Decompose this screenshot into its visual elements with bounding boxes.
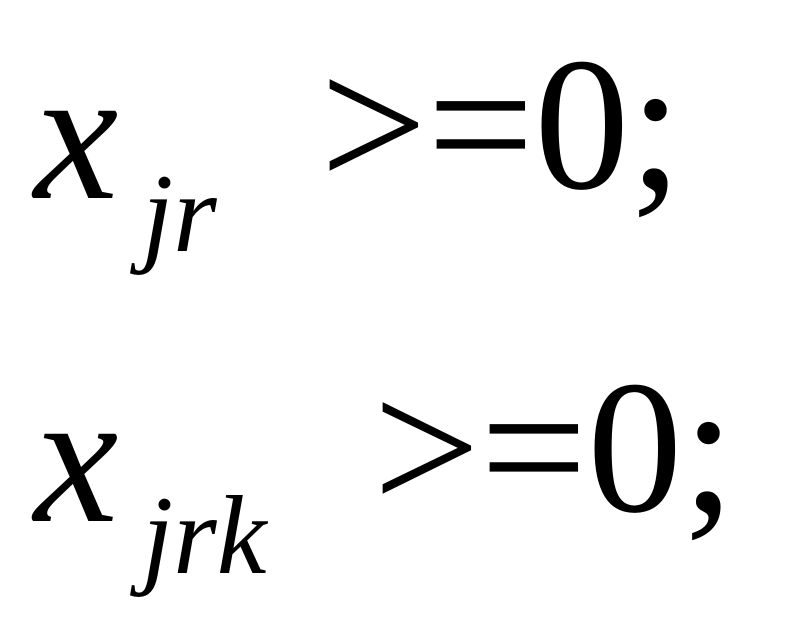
formula-variable: x xyxy=(34,30,119,240)
formula-subscript: jrk xyxy=(142,474,267,598)
formula-subscript: jr xyxy=(142,152,217,276)
formula-relation: >=0; xyxy=(320,20,683,230)
constraint-formula-1: x jr >=0; xyxy=(0,0,803,300)
formula-relation: >=0; xyxy=(373,343,736,553)
constraint-formula-2: x jrk >=0; xyxy=(0,320,803,620)
formula-variable: x xyxy=(34,353,119,563)
